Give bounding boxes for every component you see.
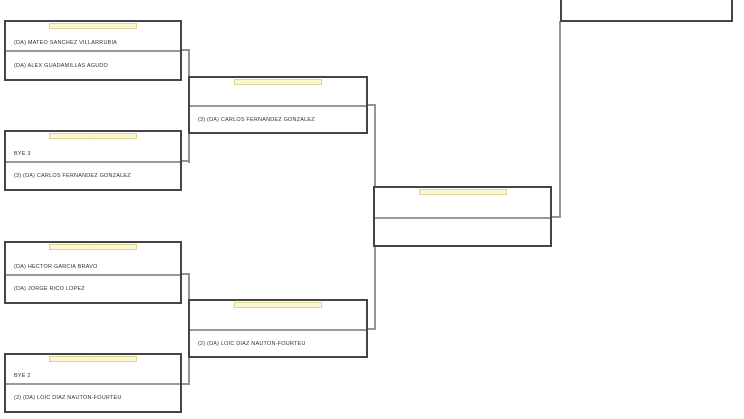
player-name: (DA) MATEO SANCHEZ VILLARRUBIA — [14, 40, 118, 46]
schedule-bar: - — [49, 23, 137, 29]
bracket-connector — [367, 104, 376, 106]
player-slot: BYE 3 — [6, 132, 180, 161]
schedule-bar-text: - — [92, 133, 94, 138]
match-box-round2-2: - (2) (DA) LOIC DIAZ NAUTON-FOURTEU — [188, 299, 368, 358]
player-slot — [562, 0, 731, 20]
player-slot: (2) (DA) LOIC DIAZ NAUTON-FOURTEU — [6, 383, 180, 411]
player-name: BYE 3 — [14, 151, 31, 157]
bracket-connector — [559, 21, 561, 218]
match-box-final: - — [373, 186, 552, 247]
player-slot: (DA) MATEO SANCHEZ VILLARRUBIA — [6, 22, 180, 50]
bracket-connector — [181, 273, 190, 275]
match-box-round2-1: - (3) (DA) CARLOS FERNANDEZ GONZALEZ — [188, 76, 368, 134]
player-slot: (3) (DA) CARLOS FERNANDEZ GONZALEZ — [6, 161, 180, 189]
schedule-bar-text: - — [277, 79, 279, 84]
schedule-bar-text: - — [92, 244, 94, 249]
schedule-bar: - — [234, 302, 322, 308]
player-slot — [190, 78, 366, 105]
schedule-bar-text: - — [277, 302, 279, 307]
bracket-connector — [367, 328, 376, 330]
player-name: (2) (DA) LOIC DIAZ NAUTON-FOURTEU — [198, 340, 306, 347]
player-slot: (DA) HECTOR GARCIA BRAVO — [6, 243, 180, 274]
schedule-bar: - — [234, 79, 322, 85]
player-name: (DA) ALEX GUADAMILLAS AGUDO — [14, 62, 109, 69]
schedule-bar: - — [418, 189, 507, 195]
schedule-bar: - — [49, 133, 137, 139]
schedule-bar-text: - — [92, 356, 94, 361]
champion-box — [560, 0, 733, 22]
schedule-bar: - — [49, 244, 137, 250]
bracket-connector — [551, 216, 560, 218]
schedule-bar-text: - — [92, 23, 94, 28]
player-slot: (DA) JORGE RICO LOPEZ — [6, 274, 180, 302]
player-slot — [375, 188, 550, 217]
player-slot: BYE 2 — [6, 355, 180, 383]
player-slot: (2) (DA) LOIC DIAZ NAUTON-FOURTEU — [190, 329, 366, 356]
match-box-round1-2: - BYE 3 (3) (DA) CARLOS FERNANDEZ GONZAL… — [4, 130, 182, 191]
player-name: (DA) HECTOR GARCIA BRAVO — [14, 264, 98, 270]
player-name: (3) (DA) CARLOS FERNANDEZ GONZALEZ — [198, 116, 315, 123]
player-slot: (3) (DA) CARLOS FERNANDEZ GONZALEZ — [190, 105, 366, 132]
player-name: BYE 2 — [14, 373, 31, 379]
player-name: (DA) JORGE RICO LOPEZ — [14, 286, 85, 292]
match-box-round1-4: - BYE 2 (2) (DA) LOIC DIAZ NAUTON-FOURTE… — [4, 353, 182, 413]
player-name: (3) (DA) CARLOS FERNANDEZ GONZALEZ — [14, 173, 131, 179]
bracket-connector — [181, 160, 190, 162]
schedule-bar: - — [49, 356, 137, 362]
player-slot — [190, 301, 366, 329]
bracket-connector — [181, 383, 190, 385]
match-box-round1-3: - (DA) HECTOR GARCIA BRAVO (DA) JORGE RI… — [4, 241, 182, 304]
bracket-connector — [181, 49, 190, 51]
player-slot: (DA) ALEX GUADAMILLAS AGUDO — [6, 50, 180, 79]
match-box-round1-1: - (DA) MATEO SANCHEZ VILLARRUBIA (DA) AL… — [4, 20, 182, 81]
player-slot — [375, 217, 550, 245]
player-name: (2) (DA) LOIC DIAZ NAUTON-FOURTEU — [14, 395, 122, 401]
schedule-bar-text: - — [461, 189, 464, 194]
